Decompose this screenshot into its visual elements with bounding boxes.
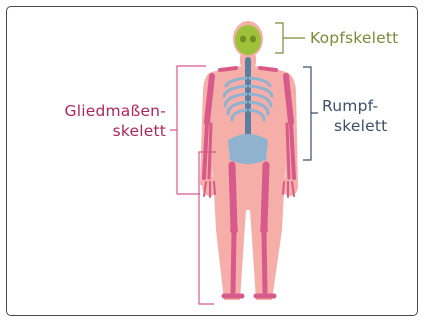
skull-eye-left — [240, 36, 246, 43]
trunk-label-line1: Rumpf- — [322, 96, 387, 116]
limbs-label-line1: Gliedmaßen- — [26, 101, 166, 121]
skull — [235, 25, 261, 55]
pelvis — [228, 134, 268, 164]
skull-eye-right — [250, 36, 256, 43]
trunk-label-line2: skelett — [334, 116, 387, 136]
trunk-skeleton-label: Rumpf- skelett — [322, 96, 387, 136]
head-bracket — [275, 23, 305, 53]
knee-cap-left — [230, 226, 238, 234]
knee-cap-right — [260, 226, 268, 234]
head-skeleton-label: Kopfskelett — [310, 28, 398, 48]
trunk-bracket — [303, 67, 318, 160]
limb-skeleton-label: Gliedmaßen- skelett — [26, 101, 166, 141]
limbs-label-line2: skelett — [26, 121, 166, 141]
